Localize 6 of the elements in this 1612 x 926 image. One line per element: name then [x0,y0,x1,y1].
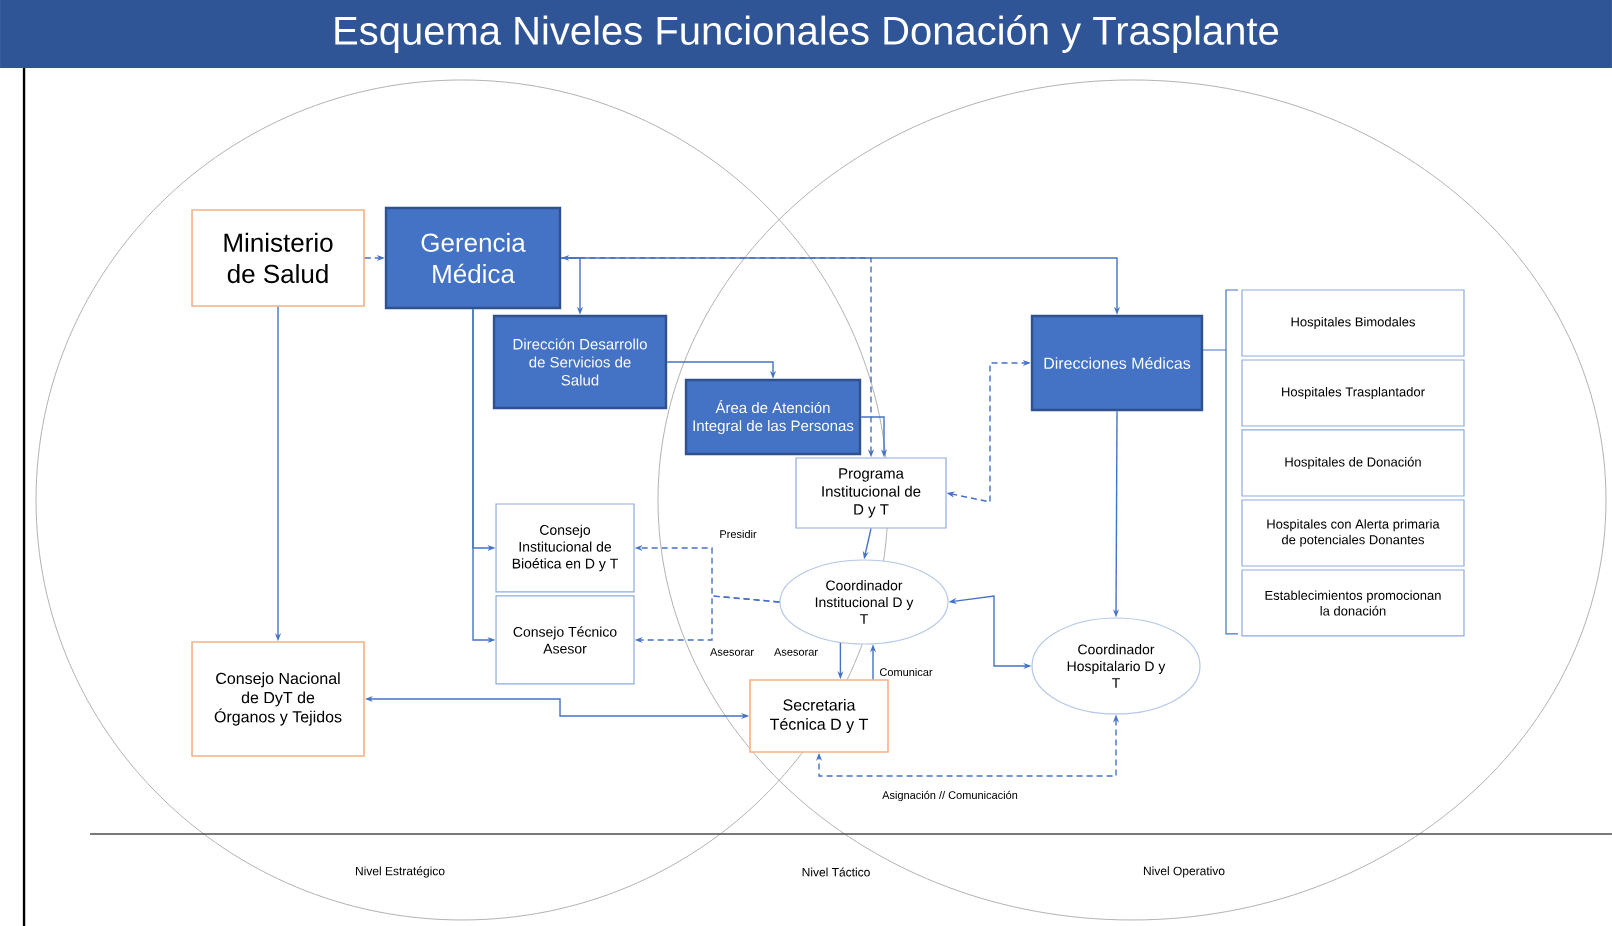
title-band: Esquema Niveles Funcionales Donación y Trasplante [0,0,1612,68]
process-box: Secretaria Técnica D y T [749,679,889,753]
process-box: Ministerio de Salud [191,209,365,307]
process-box: Consejo Nacional de DyT de Órganos y Tejidos [191,641,365,757]
process-box: Gerencia Médica [384,206,562,310]
process-box: Direcciones Médicas [1030,314,1204,412]
